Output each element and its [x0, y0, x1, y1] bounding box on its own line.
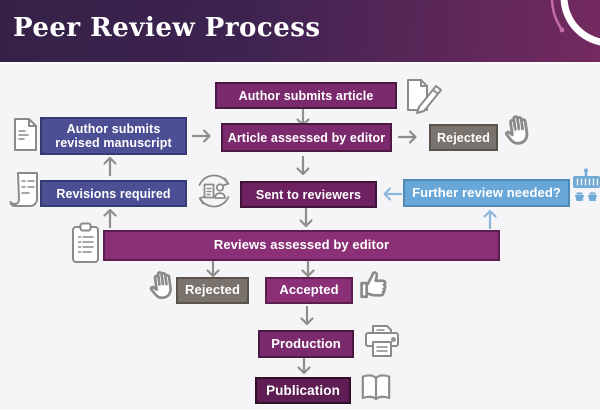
clipboard-icon — [72, 222, 99, 263]
arrow-down — [206, 260, 220, 278]
arrow-up-blue — [483, 209, 497, 230]
node-label: Author submits article — [238, 88, 374, 103]
arrow-down — [301, 260, 315, 278]
stop-hand-icon — [505, 115, 529, 145]
peer-review-cycle-icon — [198, 174, 230, 208]
node-production: Production — [258, 330, 354, 358]
arrow-down — [299, 207, 313, 228]
arrow-down — [300, 305, 314, 326]
paper-pencil-icon — [407, 79, 442, 114]
node-revisions-required: Revisions required — [40, 180, 187, 207]
node-label: Sent to reviewers — [255, 187, 362, 202]
arrow-left-blue — [383, 187, 403, 201]
node-rejected-by-editor: Rejected — [429, 124, 498, 151]
node-label: Reviews assessed by editor — [213, 237, 390, 253]
node-label: Further review needed? — [412, 184, 561, 200]
node-label: Accepted — [279, 282, 339, 298]
node-label: Revisions required — [56, 186, 171, 201]
arrow-up — [103, 208, 117, 229]
arrow-down — [297, 357, 311, 375]
node-article-assessed: Article assessed by editor — [221, 123, 392, 152]
manuscript-icon — [14, 118, 37, 151]
node-publication: Publication — [255, 377, 351, 404]
printer-icon — [365, 325, 399, 357]
node-accepted: Accepted — [265, 277, 353, 304]
node-sent-to-reviewers: Sent to reviewers — [240, 181, 377, 208]
node-author-submits-revised: Author submits revised manuscript — [40, 117, 187, 155]
node-label-line2: revised manuscript — [55, 136, 172, 150]
node-further-review-needed: Further review needed? — [403, 179, 570, 207]
node-label: Publication — [266, 382, 340, 398]
node-label: Production — [271, 335, 341, 351]
node-rejected-final: Rejected — [176, 277, 249, 304]
open-book-icon — [361, 374, 391, 400]
scroll-notes-icon — [9, 172, 38, 207]
page-title: Peer Review Process — [13, 13, 321, 43]
node-label: Article assessed by editor — [227, 130, 386, 145]
thumbs-up-icon — [360, 271, 387, 299]
node-label: Rejected — [437, 130, 490, 145]
node-label-line1: Author submits — [66, 122, 161, 136]
header: Peer Review Process — [0, 0, 600, 64]
review-panel-icon — [573, 168, 600, 201]
stop-hand-icon — [149, 271, 172, 300]
node-author-submits-article: Author submits article — [215, 82, 397, 109]
circle-arc-decoration — [550, 0, 600, 46]
node-label: Rejected — [185, 282, 240, 298]
arrow-up — [103, 156, 117, 177]
node-reviews-assessed: Reviews assessed by editor — [103, 230, 500, 261]
arrow-right — [191, 129, 211, 143]
arrow-down — [296, 155, 310, 176]
arrow-right — [397, 130, 417, 144]
